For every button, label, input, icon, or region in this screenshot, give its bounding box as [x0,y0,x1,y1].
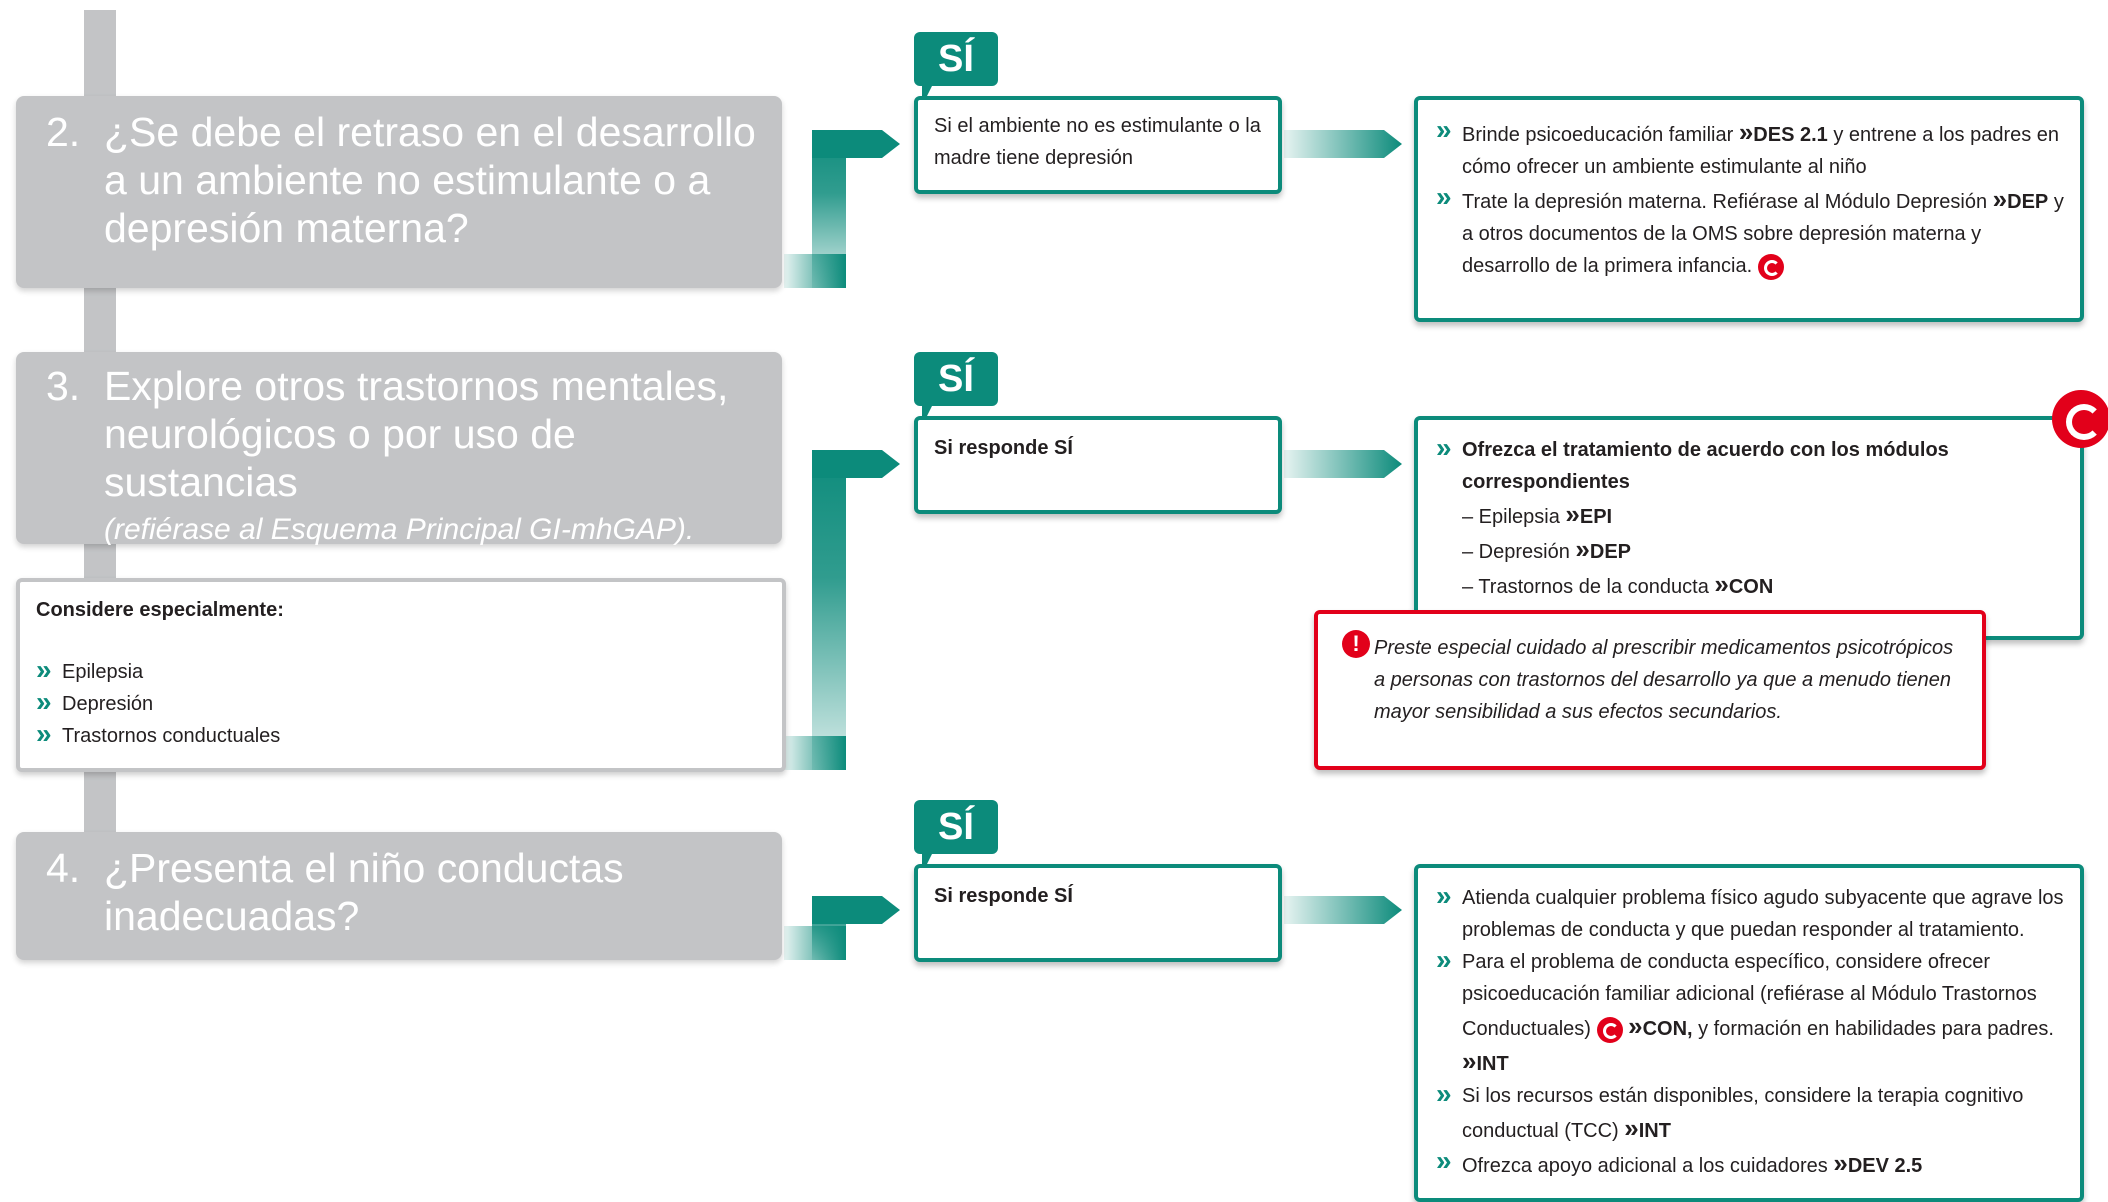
condition-text-q2: Si el ambiente no es estimulante o la ma… [934,115,1261,169]
chevron-icon: » [1436,944,1452,975]
question-3-text: Explore otros trastornos mentales, neuro… [104,363,729,505]
connector-q2 [784,130,1402,288]
action-q4-item-2: » Para el problema de conducta específic… [1436,944,2054,1076]
consider-item: »Epilepsia [36,654,144,685]
action-box-q2: » Brinde psicoeducación familiar »DES 2.… [1414,96,2084,322]
ref-int-2[interactable]: »INT [1624,1113,1671,1143]
chevron-icon: » [36,718,52,749]
condition-box-q2: Si el ambiente no es estimulante o la ma… [914,96,1282,194]
condition-box-q3: Si responde SÍ [914,416,1282,514]
question-4-number: 4. [46,845,81,891]
question-2-number: 2. [46,109,81,155]
chevron-icon: » [1436,1145,1452,1176]
chevron-icon: » [36,654,52,685]
consider-item: »Depresión [36,686,154,717]
chevron-icon: » [36,686,52,717]
ref-con-2[interactable]: »CON, [1628,1011,1693,1041]
connector-q3 [784,450,1402,770]
consider-title: Considere especialmente: [36,599,284,621]
action-q2-1-text-b: y entrene a los padres en cómo ofrecer u… [1462,124,2060,178]
flow-connectors [784,130,1402,960]
chevron-icon: » [1436,114,1452,145]
yes-label-q2: SÍ [914,32,998,106]
action-q4-item-1: » Atienda cualquier problema físico agud… [1436,880,2064,941]
action-box-q4: » Atienda cualquier problema físico agud… [1414,864,2084,1202]
ref-int[interactable]: »INT [1462,1046,1509,1076]
question-3-box: 3. Explore otros trastornos mentales, ne… [16,352,782,546]
module-item: – Depresión »DEP [1462,534,1631,564]
action-q2-2-text-b: y a otros documentos de la OMS sobre dep… [1462,191,2064,277]
module-item: – Epilepsia »EPI [1462,499,1613,529]
chevron-icon: » [1436,432,1452,463]
question-2-text: ¿Se debe el retraso en el desarrollo a u… [104,109,756,251]
action-q2-2-text: Trate la depresión materna. Refiérase al… [1462,191,1988,213]
chevron-icon: » [1436,1078,1452,1109]
ref-con[interactable]: »CON [1714,569,1774,599]
yes-label-q4: SÍ [914,800,998,874]
question-3-subtext: (refiérase al Esquema Principal GI-mhGAP… [104,513,695,546]
condition-text-q3: Si responde SÍ [934,437,1073,459]
question-2-box: 2. ¿Se debe el retraso en el desarrollo … [16,96,782,288]
referral-icon [1596,1016,1623,1043]
ref-des21[interactable]: »DES 2.1 [1738,117,1828,147]
consider-item: »Trastornos conductuales [36,718,281,749]
connector-q4 [784,896,1402,960]
referral-icon [1757,253,1784,280]
warning-box: ! Preste especial cuidado al prescribir … [1314,610,1986,770]
condition-text-q4: Si responde SÍ [934,885,1073,907]
consider-box: Considere especialmente: »Epilepsia »Dep… [16,578,786,772]
action-q4-item-3: » Si los recursos están disponibles, con… [1436,1078,2024,1143]
ref-dep[interactable]: »DEP [1992,184,2049,214]
question-4-box: 4. ¿Presenta el niño conductas inadecuad… [16,832,782,960]
ref-dev25[interactable]: »DEV 2.5 [1833,1148,1923,1178]
chevron-icon: » [1436,181,1452,212]
referral-icon-large [2052,390,2108,448]
question-4-text: ¿Presenta el niño conductas inadecuadas? [104,845,624,939]
action-box-q3: » Ofrezca el tratamiento de acuerdo con … [1414,416,2084,640]
warning-text: Preste especial cuidado al prescribir me… [1374,637,1954,723]
module-item: – Trastornos de la conducta »CON [1462,569,1774,599]
action-q3-title: » Ofrezca el tratamiento de acuerdo con … [1436,432,1949,493]
warning-icon: ! [1342,630,1370,658]
action-q2-1-text: Brinde psicoeducación familiar [1462,124,1734,146]
ref-dep-2[interactable]: »DEP [1575,534,1631,564]
yes-label-q3: SÍ [914,352,998,426]
condition-box-q4: Si responde SÍ [914,864,1282,962]
action-q2-item-1: » Brinde psicoeducación familiar »DES 2.… [1436,114,2066,183]
action-q4-item-4: » Ofrezca apoyo adicional a los cuidador… [1436,1145,1923,1178]
action-q2-item-2: » Trate la depresión materna. Refiérase … [1436,181,2066,282]
chevron-icon: » [1436,880,1452,911]
ref-epi[interactable]: »EPI [1565,499,1613,529]
question-3-number: 3. [46,363,81,409]
